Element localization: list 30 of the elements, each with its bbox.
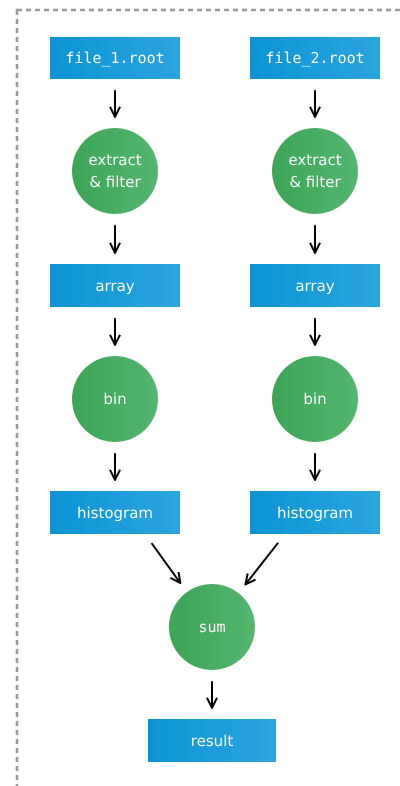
file-box bbox=[250, 37, 380, 79]
arrow bbox=[109, 225, 121, 254]
node-label: array bbox=[95, 276, 135, 296]
arrow bbox=[309, 90, 321, 118]
node-label: result bbox=[190, 730, 234, 752]
arrow bbox=[244, 542, 279, 586]
arrow bbox=[109, 90, 121, 118]
arrow bbox=[309, 225, 321, 254]
node-label: file_1.root bbox=[65, 49, 165, 67]
process-box bbox=[50, 491, 180, 534]
node-label: file_2.root bbox=[265, 49, 365, 67]
node-label: array bbox=[295, 276, 335, 296]
node-label: histogram bbox=[276, 502, 354, 524]
file-box bbox=[50, 37, 180, 79]
node-label: extract & filter bbox=[87, 150, 143, 193]
arrow bbox=[109, 318, 121, 346]
node-label: sum bbox=[198, 618, 226, 636]
arrow bbox=[109, 453, 121, 481]
arrow bbox=[150, 542, 182, 584]
process-box bbox=[50, 264, 180, 307]
node-label: bin bbox=[303, 389, 327, 410]
process-box bbox=[250, 491, 380, 534]
node-label: bin bbox=[103, 389, 127, 410]
node-label: histogram bbox=[76, 502, 154, 524]
arrow bbox=[309, 453, 321, 481]
arrow bbox=[206, 681, 218, 709]
process-box bbox=[250, 264, 380, 307]
process-box bbox=[148, 719, 276, 762]
node-label: extract & filter bbox=[287, 150, 343, 193]
arrow bbox=[309, 318, 321, 346]
